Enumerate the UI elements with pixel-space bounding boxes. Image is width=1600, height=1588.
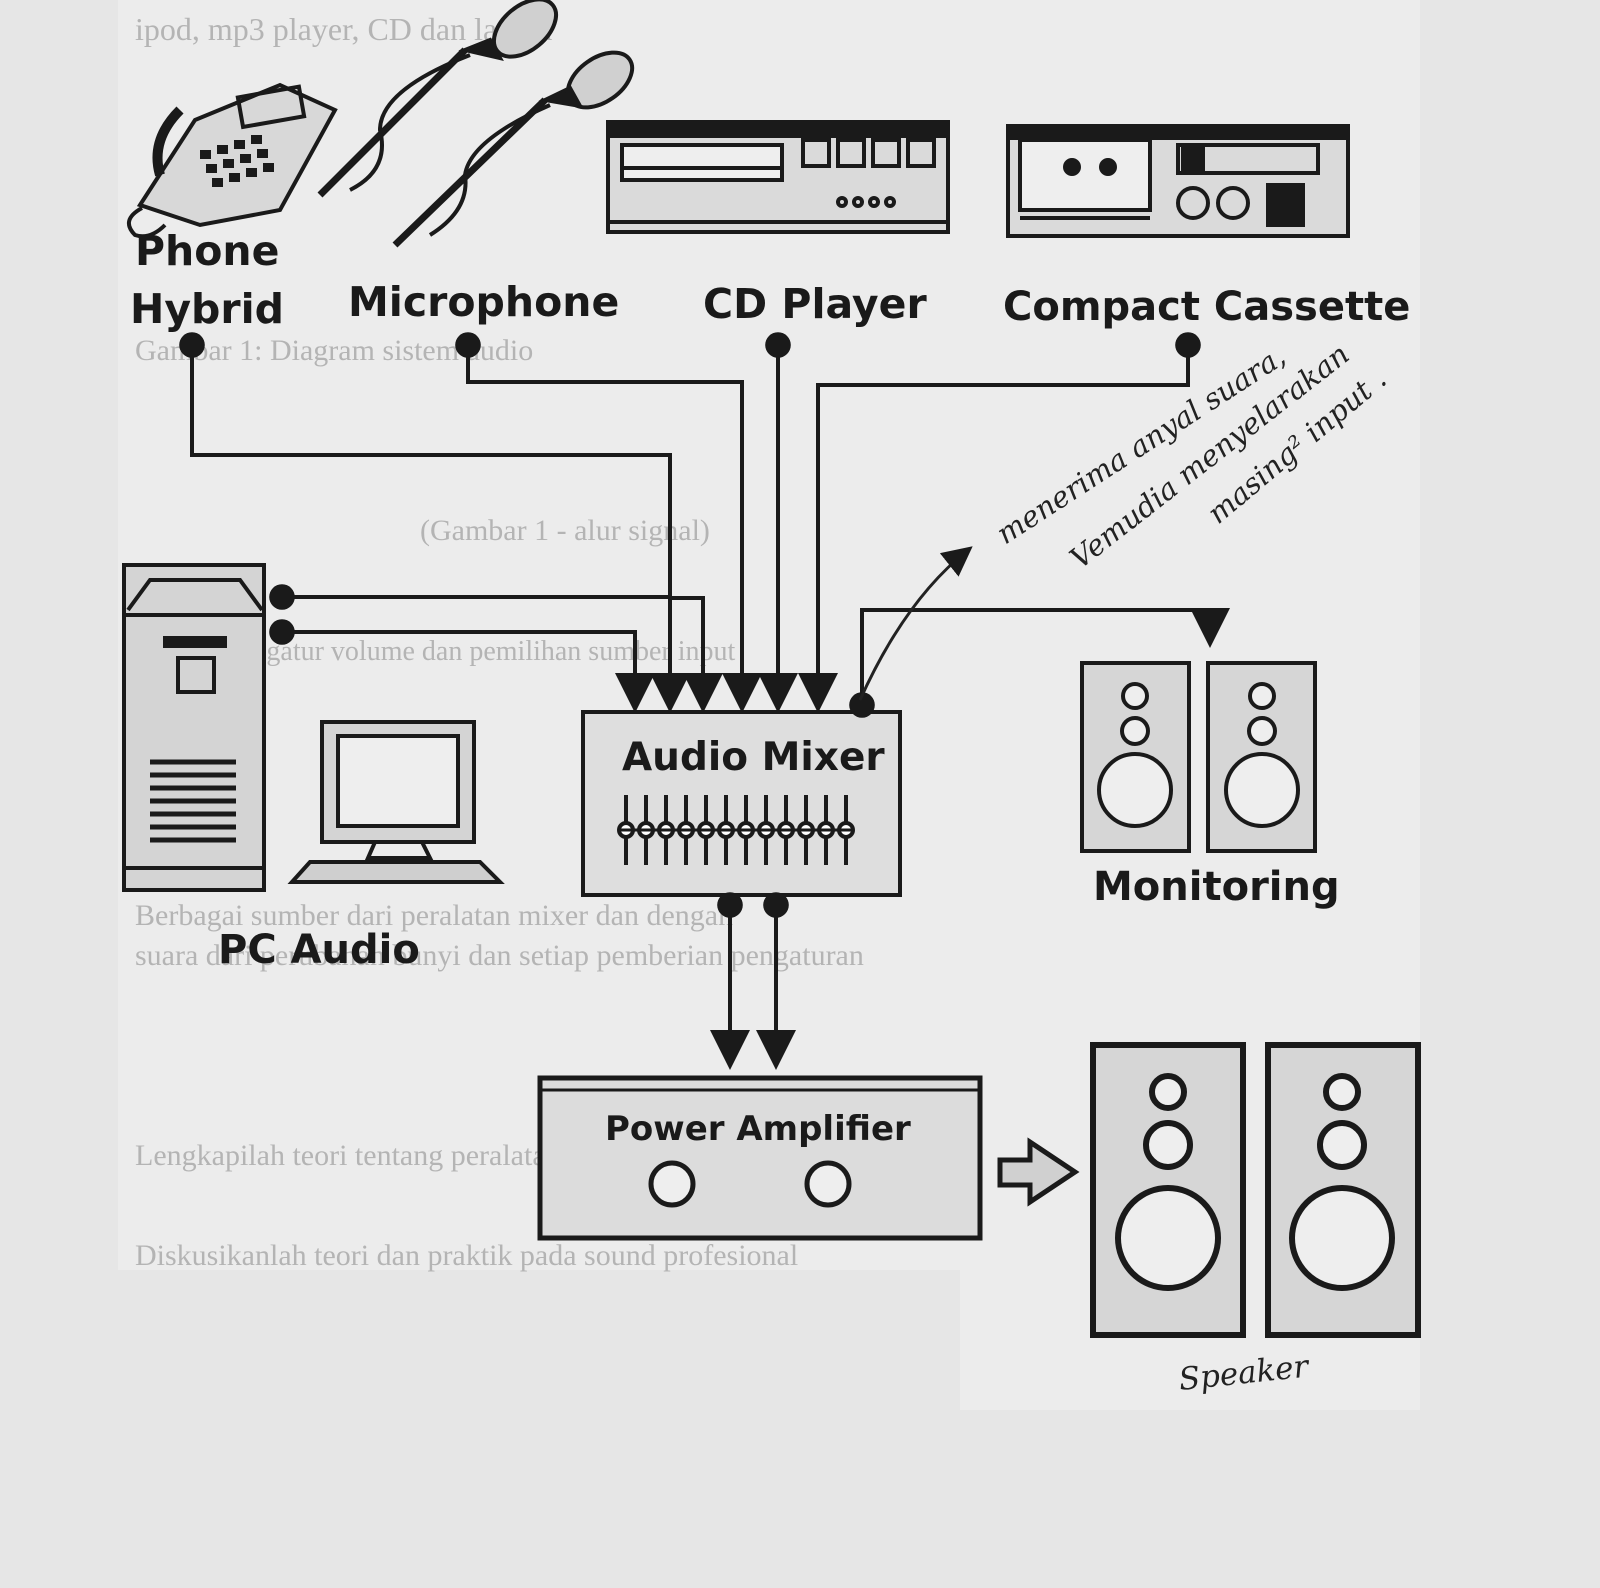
cd-player-label: CD Player (703, 280, 927, 328)
faint-line-2: (Gambar 1 - alur signal) (420, 514, 710, 547)
source-labels: Phone Hybrid Microphone CD Player Compac… (130, 227, 1410, 333)
mixer-faders (617, 795, 855, 865)
microphone-label: Microphone (348, 278, 619, 326)
line-pc-to-mixer-2 (269, 619, 655, 713)
pc-audio-icon (122, 563, 505, 892)
faint-line-4: Berbagai sumber dari peralatan mixer dan… (135, 899, 733, 932)
main-speakers-icon (1090, 1042, 1421, 1338)
phone-icon (126, 82, 338, 239)
output-arrow-icon (997, 1137, 1080, 1207)
handwritten-arrow (858, 546, 973, 701)
faint-line-7: Diskusikanlah teori dan praktik pada sou… (135, 1239, 798, 1272)
power-amplifier-box (537, 1075, 983, 1241)
signal-lines (179, 332, 1230, 1070)
line-mixer-to-monitor (849, 608, 1230, 718)
line-cassette-to-mixer (798, 332, 1201, 713)
audio-mixer-label: Audio Mixer (622, 735, 885, 780)
line-mic-to-mixer (455, 332, 762, 713)
faint-line-1: Gambar 1: Diagram sistem audio (135, 334, 533, 367)
cassette-deck-icon (1006, 124, 1350, 238)
pc-audio-label: PC Audio (218, 927, 420, 973)
monitoring-label: Monitoring (1093, 864, 1340, 910)
microphone-icon (317, 0, 635, 248)
power-amplifier-label: Power Amplifier (605, 1109, 911, 1149)
line-pc-to-mixer-1 (269, 584, 690, 713)
phone-label-line1: Phone (135, 227, 279, 275)
phone-label-line2: Hybrid (130, 285, 284, 333)
cd-player-icon (606, 120, 950, 234)
cassette-label: Compact Cassette (1003, 284, 1410, 330)
